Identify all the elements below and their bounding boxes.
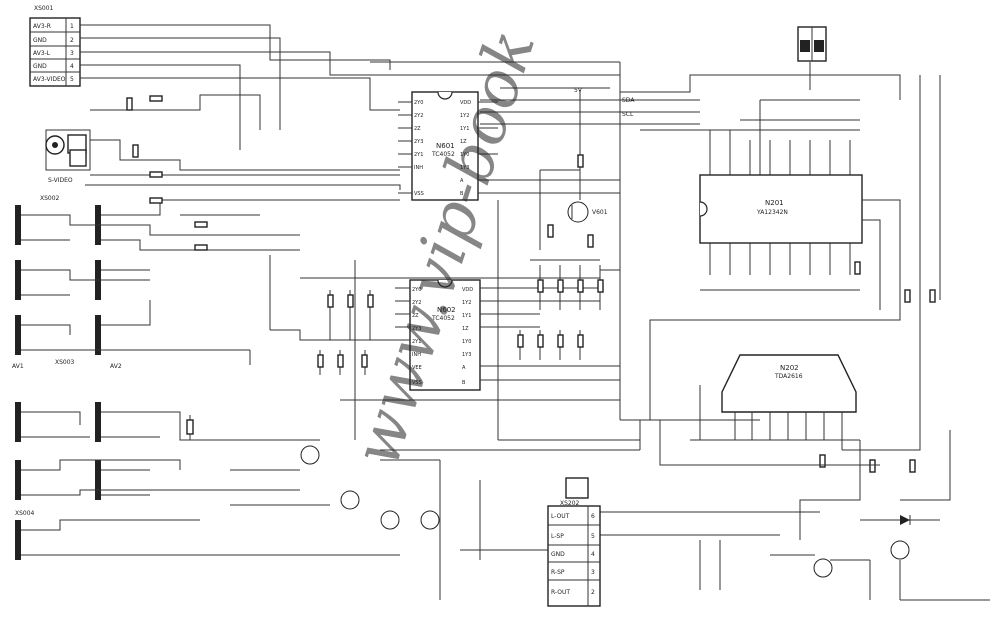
n602-pin-l5: 2Y1 — [412, 339, 421, 345]
xs004-label: XS004 — [15, 510, 35, 517]
n201-part: YA12342N — [756, 209, 788, 216]
n602-pin-r4: 1Z — [462, 326, 469, 332]
xs202-pin-num-4: 3 — [591, 569, 595, 576]
xs202-pin-num-3: 4 — [591, 551, 595, 558]
svideo-connector: S-VIDEO — [45, 129, 91, 184]
ic-n201: N201 YA12342N — [699, 174, 863, 244]
ic-n601: N601 TC4052 2Y0 2Y2 2Z 2Y3 2Y1 INH VSS V… — [411, 91, 479, 201]
n601-pin-l6: INH — [414, 165, 423, 171]
av1-label: AV1 — [12, 363, 24, 370]
n601-pin-r2: 1Y2 — [460, 113, 469, 119]
xs202-pin-1-label: L-OUT — [551, 513, 570, 520]
n601-pin-r5: 1Y0 — [460, 152, 469, 158]
transistors: V601 — [300, 201, 910, 578]
n601-pin-l5: 2Y1 — [414, 152, 423, 158]
xs001-pin-num-1: 1 — [70, 23, 74, 30]
n202-part: TDA2616 — [774, 373, 803, 380]
n602-pin-l7: VEE — [412, 365, 422, 371]
xs001-pin-3-label: AV3-L — [33, 50, 51, 57]
xs202-pin-3-label: GND — [551, 551, 565, 558]
xs202-ref: XS202 — [560, 500, 580, 507]
ic-n202: N202 TDA2616 — [721, 354, 857, 413]
n601-pin-l4: 2Y3 — [414, 139, 423, 145]
xs001-pin-num-4: 4 — [70, 63, 74, 70]
passive-components — [126, 95, 936, 473]
wires-n201 — [640, 99, 901, 420]
n601-pin-r7: A — [460, 178, 464, 184]
n602-pin-l2: 2Y2 — [412, 300, 421, 306]
xs003-label: XS003 — [55, 359, 75, 366]
n602-pin-l8: VSS — [412, 380, 422, 386]
n602-pin-r2: 1Y2 — [462, 300, 471, 306]
n602-pin-r6: 1Y3 — [462, 352, 471, 358]
n601-pin-l7: VSS — [414, 191, 424, 197]
net-scl-label: SCL — [622, 111, 634, 118]
n602-pin-l6: INH — [412, 352, 421, 358]
connector-xs202: XS202 L-OUT L-SP GND R-SP R-OUT 6 5 4 3 … — [547, 500, 601, 607]
n602-pin-r7: A — [462, 365, 466, 371]
n602-pin-r1: VDD — [462, 287, 473, 293]
xs202-pin-4-label: R-SP — [551, 569, 565, 576]
xs001-pin-1-label: AV3-R — [33, 23, 51, 30]
xs001-pin-num-3: 3 — [70, 50, 74, 57]
n602-pin-l3: 2Z — [412, 313, 419, 319]
xs001-pin-num-2: 2 — [70, 37, 74, 44]
n601-pin-r1: VDD — [460, 100, 471, 106]
n601-pin-r6: 1Y3 — [460, 165, 469, 171]
n602-pin-r3: 1Y1 — [462, 313, 471, 319]
xs202-pin-5-label: R-OUT — [551, 589, 570, 596]
n602-pin-l1: 2Y0 — [412, 287, 421, 293]
n602-pin-r5: 1Y0 — [462, 339, 471, 345]
connector-top-right — [797, 26, 827, 62]
svideo-label: S-VIDEO — [48, 177, 73, 184]
net-sda-label: SDA — [622, 97, 635, 104]
wires-jack-upper — [21, 199, 400, 365]
xs202-pin-num-5: 2 — [591, 589, 595, 596]
net-5v-label: 5V — [574, 87, 583, 94]
wires-top — [80, 24, 941, 300]
n201-ref: N201 — [765, 199, 784, 207]
n602-pin-l4: 2Y3 — [412, 326, 421, 332]
n601-part: TC4052 — [431, 151, 455, 158]
n602-part: TC4052 — [431, 315, 455, 322]
xs001-pin-5-label: AV3-VIDEO — [33, 76, 66, 83]
xs202-pin-num-1: 6 — [591, 513, 595, 520]
n601-pin-l3: 2Z — [414, 126, 421, 132]
n601-ref: N601 — [436, 142, 455, 150]
jack-bank-lower: XS004 — [15, 402, 101, 560]
n602-pin-r8: B — [462, 380, 466, 386]
n601-pin-r8: B — [460, 191, 464, 197]
n601-pin-l1: 2Y0 — [414, 100, 423, 106]
wires-n202 — [600, 300, 990, 601]
n602-ref: N602 — [437, 306, 456, 314]
ic-n602: N602 TC4052 2Y0 2Y2 2Z 2Y3 2Y1 INH VEE V… — [409, 279, 481, 391]
n202-ref: N202 — [780, 364, 799, 372]
connector-xs001-ref: XS001 — [34, 5, 54, 12]
n601-pin-r3: 1Y1 — [460, 126, 469, 132]
xs002-label: XS002 — [40, 195, 60, 202]
watermark: www.vip-book — [340, 21, 550, 475]
connector-xs001: XS001 AV3-R GND AV3-L GND AV3-VIDEO 1 2 … — [29, 5, 81, 87]
av2-label: AV2 — [110, 363, 122, 370]
transistor-label: V601 — [592, 209, 608, 216]
xs001-pin-num-5: 5 — [70, 76, 74, 83]
xs001-pin-4-label: GND — [33, 63, 47, 70]
wires-jack-lower — [21, 411, 400, 556]
xs202-pin-num-2: 5 — [591, 533, 595, 540]
n601-pin-r4: 1Z — [460, 139, 467, 145]
n601-pin-l2: 2Y2 — [414, 113, 423, 119]
xs001-pin-2-label: GND — [33, 37, 47, 44]
xs202-pin-2-label: L-SP — [551, 533, 564, 540]
jack-bank-upper: XS002 AV1 AV2 XS003 — [12, 195, 122, 370]
